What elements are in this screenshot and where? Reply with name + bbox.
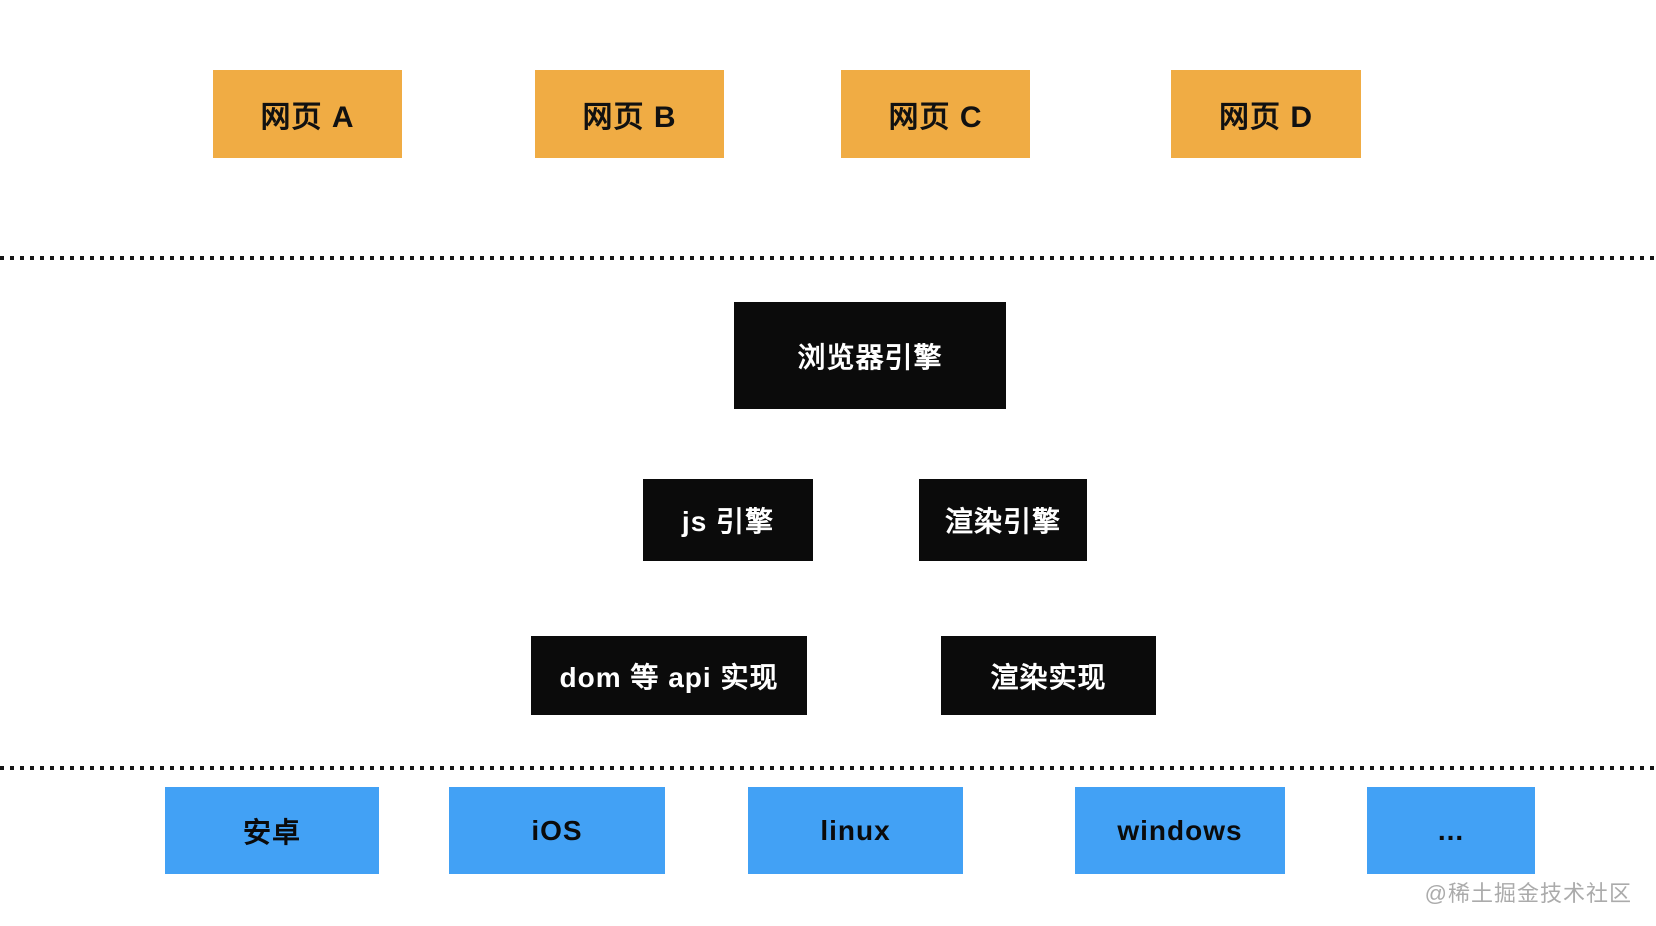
dom-api-implementation-box: dom 等 api 实现 [531, 636, 807, 715]
platform-more-box: ... [1367, 787, 1535, 874]
watermark: @稀土掘金技术社区 [1424, 881, 1632, 906]
webpage-c-box: 网页 C [841, 70, 1030, 158]
platform-linux-box: linux [748, 787, 963, 874]
browser-engine-box: 浏览器引擎 [734, 302, 1006, 409]
webpage-d-box: 网页 D [1171, 70, 1361, 158]
platform-android-box: 安卓 [165, 787, 379, 874]
platform-windows-box: windows [1075, 787, 1285, 874]
js-engine-box: js 引擎 [643, 479, 813, 561]
platform-ios-box: iOS [449, 787, 665, 874]
separator-bottom-dotted-line [0, 766, 1656, 770]
separator-top-dotted-line [0, 256, 1656, 260]
render-implementation-box: 渲染实现 [941, 636, 1156, 715]
render-engine-box: 渲染引擎 [919, 479, 1087, 561]
webpage-b-box: 网页 B [535, 70, 724, 158]
webpage-a-box: 网页 A [213, 70, 402, 158]
